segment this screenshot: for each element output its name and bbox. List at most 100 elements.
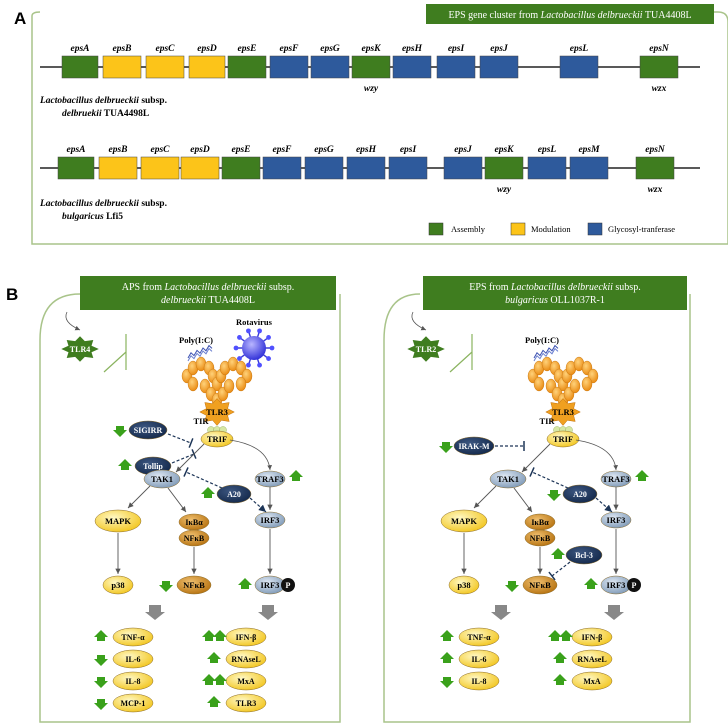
tlr3 — [545, 398, 581, 426]
left-cytokine-arrow-1-0 — [94, 655, 108, 666]
right-ifn-2-label: MxA — [583, 677, 601, 686]
row2-gene-epsG — [304, 156, 344, 180]
nfkb-down-arrow — [505, 581, 519, 592]
row2-gene-epsL — [527, 156, 567, 180]
left-ifn-2-label: MxA — [237, 677, 255, 686]
row2-gene-epsI — [388, 156, 428, 180]
legend-assembly-swatch — [428, 222, 444, 236]
legend-modulation-swatch — [510, 222, 526, 236]
traf3-label: TRAF3 — [256, 474, 283, 484]
legend-assembly-label: Assembly — [451, 224, 486, 234]
trif-to-tak1 — [175, 443, 205, 473]
right-cytokine-0-label: TNF-α — [467, 633, 491, 642]
row1-gene-label-epsC: epsC — [156, 44, 176, 54]
row1-gene-epsF — [269, 55, 309, 79]
legend-glyco-swatch — [587, 222, 603, 236]
legend-modulation-label: Modulation — [531, 224, 571, 234]
row1-gene-epsD — [188, 55, 226, 79]
row1-organism-line2: delbruekii TUA4498L — [62, 109, 149, 119]
tlr3 — [199, 398, 235, 426]
row1-gene-epsN — [639, 55, 679, 79]
row2-gene-epsC — [140, 156, 180, 180]
right-cytokine-2 — [458, 671, 500, 691]
row1-gene-label-epsE: epsE — [238, 44, 257, 54]
legend-glyco-label: Glycosyl-tranferase — [608, 224, 675, 234]
row1-gene-label-epsG: epsG — [320, 44, 340, 54]
row2-gene-epsN — [635, 156, 675, 180]
row2-gene-label-epsM: epsM — [578, 145, 600, 155]
left-pathway: TLR4Poly(I:C)RotavirusTLR3TIRTRIFSIGIRRT… — [61, 311, 303, 713]
row2-gene-label-epsE: epsE — [232, 145, 251, 155]
row2-gene-epsD — [180, 156, 220, 180]
tak1 — [143, 469, 181, 489]
left-ifn-arrow-0-0 — [213, 630, 227, 641]
row1-gene-epsE — [227, 55, 267, 79]
irak-m — [453, 436, 495, 456]
trif — [200, 430, 234, 448]
row1-gene-epsK — [351, 55, 391, 79]
receptor-tlr2-label: TLR2 — [416, 345, 436, 354]
trif — [546, 430, 580, 448]
polyic-rna — [533, 344, 559, 362]
left-ifn-1-label: RNAseL — [231, 655, 260, 664]
tak1-to-mapk — [127, 485, 151, 509]
row1-gene-epsI — [436, 55, 476, 79]
panel-a-header-text: EPS gene cluster from Lactobacillus delb… — [448, 10, 691, 21]
irf3p-up-arrow — [584, 578, 598, 589]
left-cytokine-0 — [112, 627, 154, 647]
trif-label: TRIF — [553, 434, 573, 444]
row1-gene-epsA — [61, 55, 99, 79]
ikba-label: IκBα — [185, 518, 203, 527]
left-ifn-arrow-0-1 — [202, 630, 216, 641]
bcl3 — [565, 545, 603, 565]
row1-gene-label-epsH: epsH — [402, 44, 423, 54]
right-ifn-arrow-0-1 — [548, 630, 562, 641]
row2-gene-label-epsG: epsG — [314, 145, 334, 155]
irf3 — [600, 511, 632, 529]
rotavirus-label: Rotavirus — [236, 317, 273, 327]
a20 — [562, 484, 598, 504]
right-header — [423, 276, 687, 310]
trif-to-tak1 — [521, 443, 551, 473]
row2-gene-label-epsL: epsL — [538, 145, 557, 155]
bcl3-label: Bcl-3 — [575, 551, 593, 560]
right-ifn-arrow-2-0 — [553, 674, 567, 685]
nfkb-complex — [178, 529, 210, 547]
row1-gene-epsC — [145, 55, 185, 79]
trif-label: TRIF — [207, 434, 227, 444]
tollip-inhibit — [171, 453, 195, 464]
right-ifn-0-label: IFN-β — [582, 633, 603, 642]
tir-label: TIR — [539, 416, 555, 426]
row2-sub-label-wzy: wzy — [497, 185, 512, 195]
output-arrow-0 — [145, 605, 165, 620]
right-ifn-arrow-0-0 — [559, 630, 573, 641]
right-ifn-1 — [571, 649, 613, 669]
left-header-line2: delbrueckii TUA4408L — [161, 295, 255, 306]
row2-gene-epsE — [221, 156, 261, 180]
right-frame — [383, 293, 691, 723]
p38 — [102, 575, 134, 595]
left-ifn-arrow-3-0 — [207, 696, 221, 707]
irf3-label: IRF3 — [261, 515, 280, 525]
receptor-bracket — [103, 334, 127, 373]
tak1-label: TAK1 — [497, 474, 519, 484]
row2-sub-label-wzx: wzx — [648, 185, 663, 195]
nfkb — [522, 575, 558, 595]
row1-gene-label-epsD: epsD — [197, 44, 217, 54]
right-cytokine-0 — [458, 627, 500, 647]
tak1-to-ikba — [167, 487, 187, 513]
left-cytokine-arrow-0-0 — [94, 630, 108, 641]
row1-gene-label-epsI: epsI — [448, 44, 465, 54]
row2-gene-label-epsH: epsH — [356, 145, 377, 155]
output-arrow-1 — [604, 605, 624, 620]
a20 — [216, 484, 252, 504]
a20-inhibit-tak1 — [185, 471, 223, 489]
irak-m-down-arrow — [439, 442, 453, 453]
row2-gene-label-epsD: epsD — [190, 145, 210, 155]
tollip-up-arrow — [118, 459, 132, 470]
row2-gene-label-epsB: epsB — [109, 145, 128, 155]
ikba-label: IκBα — [531, 518, 549, 527]
irf3 — [254, 511, 286, 529]
irf3-label: IRF3 — [607, 515, 626, 525]
